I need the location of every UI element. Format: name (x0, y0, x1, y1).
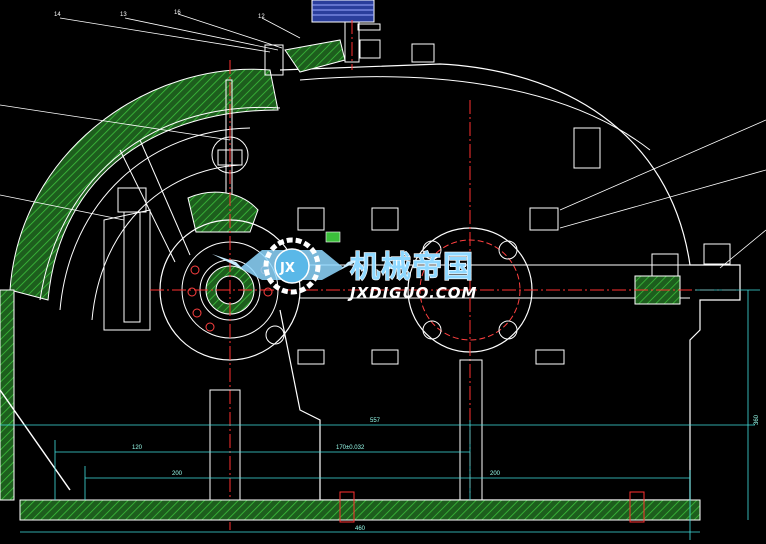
balloon-16: 16 (174, 10, 181, 16)
dimension-lines (0, 289, 760, 540)
dim-left: 120 (132, 445, 143, 451)
balloon-13: 13 (120, 12, 127, 18)
right-bearing-bolts (265, 240, 518, 345)
housing-section-hatch (9, 68, 279, 301)
dim-right-half: 200 (490, 471, 501, 477)
wheel-rim-arc (59, 127, 251, 311)
dim-base-length: 460 (355, 526, 366, 532)
watermark-logo-text: JX (279, 261, 295, 276)
dim-center-tolerance: 170±0.032 (336, 445, 365, 451)
lifting-lug (573, 127, 601, 169)
watermark-logo-icon (212, 237, 372, 295)
foundation-bolts (339, 491, 645, 523)
housing-outline-arc (39, 106, 281, 301)
dim-left-half: 200 (172, 471, 183, 477)
vent-plug-knurl (312, 4, 374, 16)
vent-plug-knob (311, 0, 375, 23)
base-foot-hatch (19, 499, 701, 521)
base-pillar (209, 389, 241, 501)
dim-overall-span: 557 (370, 418, 381, 424)
dim-height-right: 360 (754, 414, 760, 425)
watermark-cn: 机械帝国 (350, 250, 474, 285)
bearing-boss-hatch (187, 191, 259, 233)
marker-square (325, 231, 341, 243)
flange-bolts (297, 207, 731, 365)
cover-bolt (411, 43, 435, 63)
watermark-en: JXDIGUO.COM (347, 284, 477, 302)
housing-body-outline (279, 63, 741, 501)
spoke-line (119, 149, 176, 263)
watermark: JX 机械帝国 JXDIGUO.COM (212, 237, 477, 302)
left-wall-hatch (0, 289, 15, 501)
balloon-12: 12 (258, 14, 265, 20)
housing-cover-line (299, 76, 651, 151)
top-cover-hatch (284, 39, 346, 73)
spoke-line (139, 139, 191, 256)
leader-lines (0, 13, 766, 269)
housing-bolt-shank (123, 211, 141, 323)
balloon-14: 14 (54, 12, 61, 18)
wheel-inner-arc (91, 164, 241, 321)
